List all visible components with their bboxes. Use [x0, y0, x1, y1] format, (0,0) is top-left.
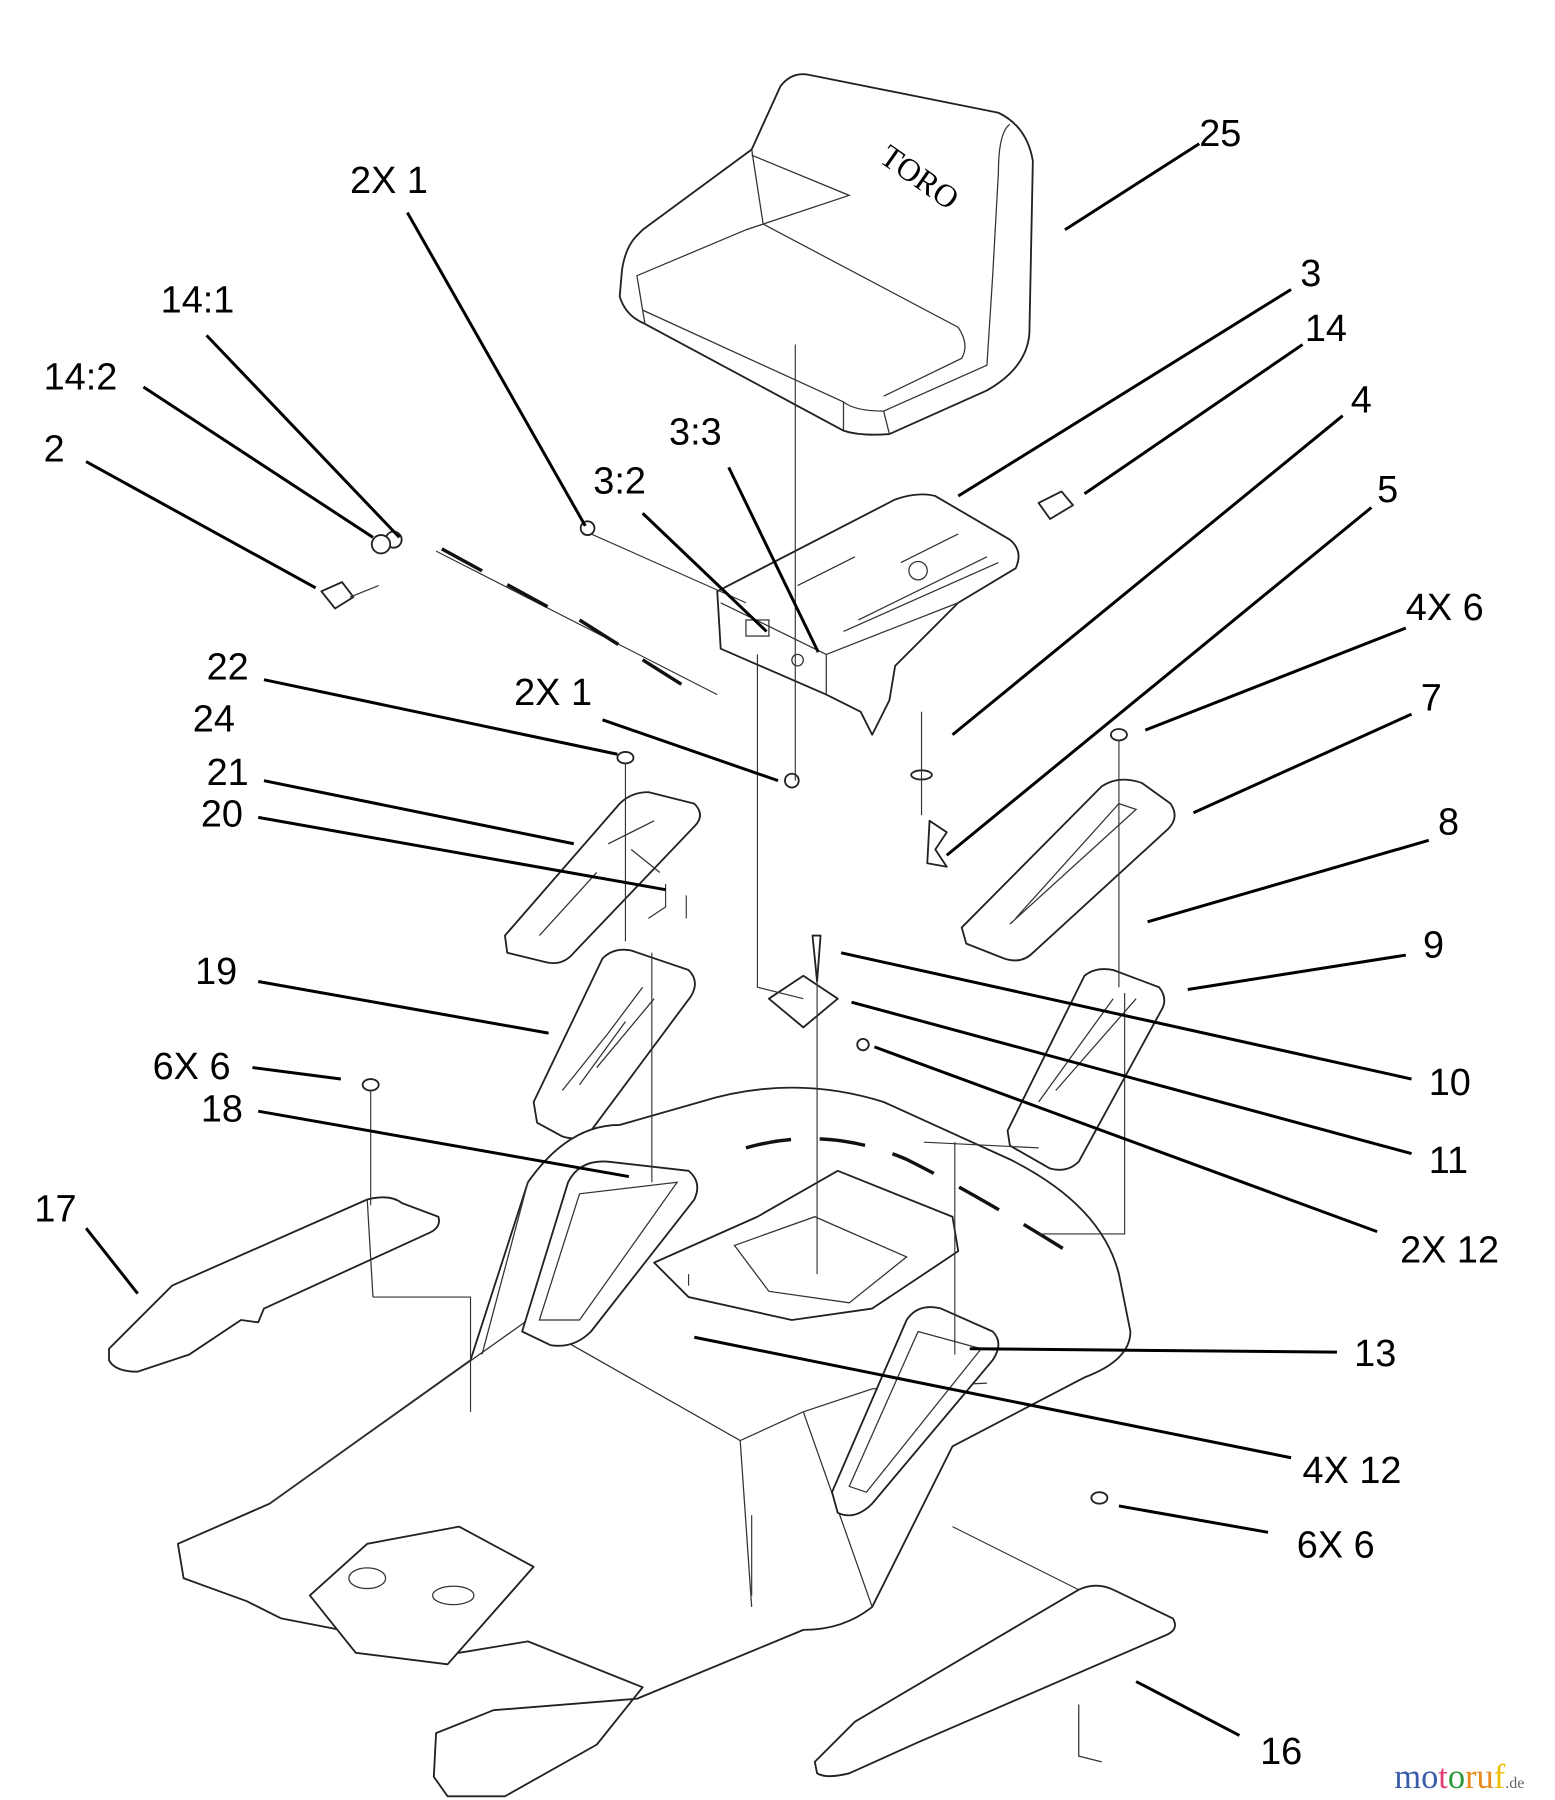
callout-22: 22 [207, 647, 249, 689]
watermark-letter: m [1394, 1758, 1421, 1796]
callout-2x-1: 2X 1 [514, 672, 592, 714]
callout-4x-6: 4X 6 [1406, 587, 1484, 629]
watermark-letter: o [1421, 1758, 1438, 1796]
callout-9: 9 [1423, 924, 1444, 966]
callout-3-3: 3:3 [669, 411, 722, 453]
watermark-logo: motoruf.de [1394, 1758, 1524, 1796]
callout-2x-1: 2X 1 [350, 160, 428, 202]
callout-5: 5 [1377, 469, 1398, 511]
callout-3-2: 3:2 [593, 461, 646, 503]
hardware [320, 490, 1128, 1505]
callout-20: 20 [201, 794, 243, 836]
callout-18: 18 [201, 1088, 243, 1130]
callout-6x-6: 6X 6 [1297, 1525, 1375, 1567]
callout-16: 16 [1260, 1731, 1302, 1773]
fender-body [176, 1086, 1132, 1798]
callout-14: 14 [1305, 308, 1347, 350]
shift-plate-left [504, 791, 701, 1140]
callout-2x-12: 2X 12 [1400, 1230, 1499, 1272]
seat-pan [716, 493, 1020, 736]
leader-lines [84, 142, 1430, 1737]
callout-6x-6: 6X 6 [153, 1046, 231, 1088]
watermark-letter: o [1448, 1758, 1465, 1796]
callout-13: 13 [1354, 1333, 1396, 1375]
callout-8: 8 [1438, 802, 1459, 844]
callout-21: 21 [207, 752, 249, 794]
callout-14-2: 14:2 [44, 356, 118, 398]
callout-7: 7 [1421, 678, 1442, 720]
watermark-letter: f [1494, 1758, 1506, 1796]
callout-10: 10 [1429, 1062, 1471, 1104]
callout-3: 3 [1300, 253, 1321, 295]
shift-plate-right [960, 778, 1176, 1171]
callout-11: 11 [1429, 1140, 1468, 1182]
callout-17: 17 [34, 1188, 76, 1230]
callout-4x-12: 4X 12 [1303, 1450, 1402, 1492]
watermark-letter: r [1465, 1758, 1477, 1796]
callout-14-1: 14:1 [161, 279, 235, 321]
callout-19: 19 [195, 951, 237, 993]
callout-24: 24 [193, 698, 235, 740]
assembly-lines [349, 344, 1126, 1596]
callout-25: 25 [1199, 113, 1241, 155]
footboards [108, 1196, 1176, 1778]
callout-4: 4 [1351, 379, 1372, 421]
watermark-letter: t [1438, 1758, 1448, 1796]
watermark-letter: u [1477, 1758, 1494, 1796]
watermark-suffix: .de [1505, 1775, 1524, 1792]
callout-2: 2 [44, 429, 65, 471]
seat: TORO [618, 73, 1034, 436]
